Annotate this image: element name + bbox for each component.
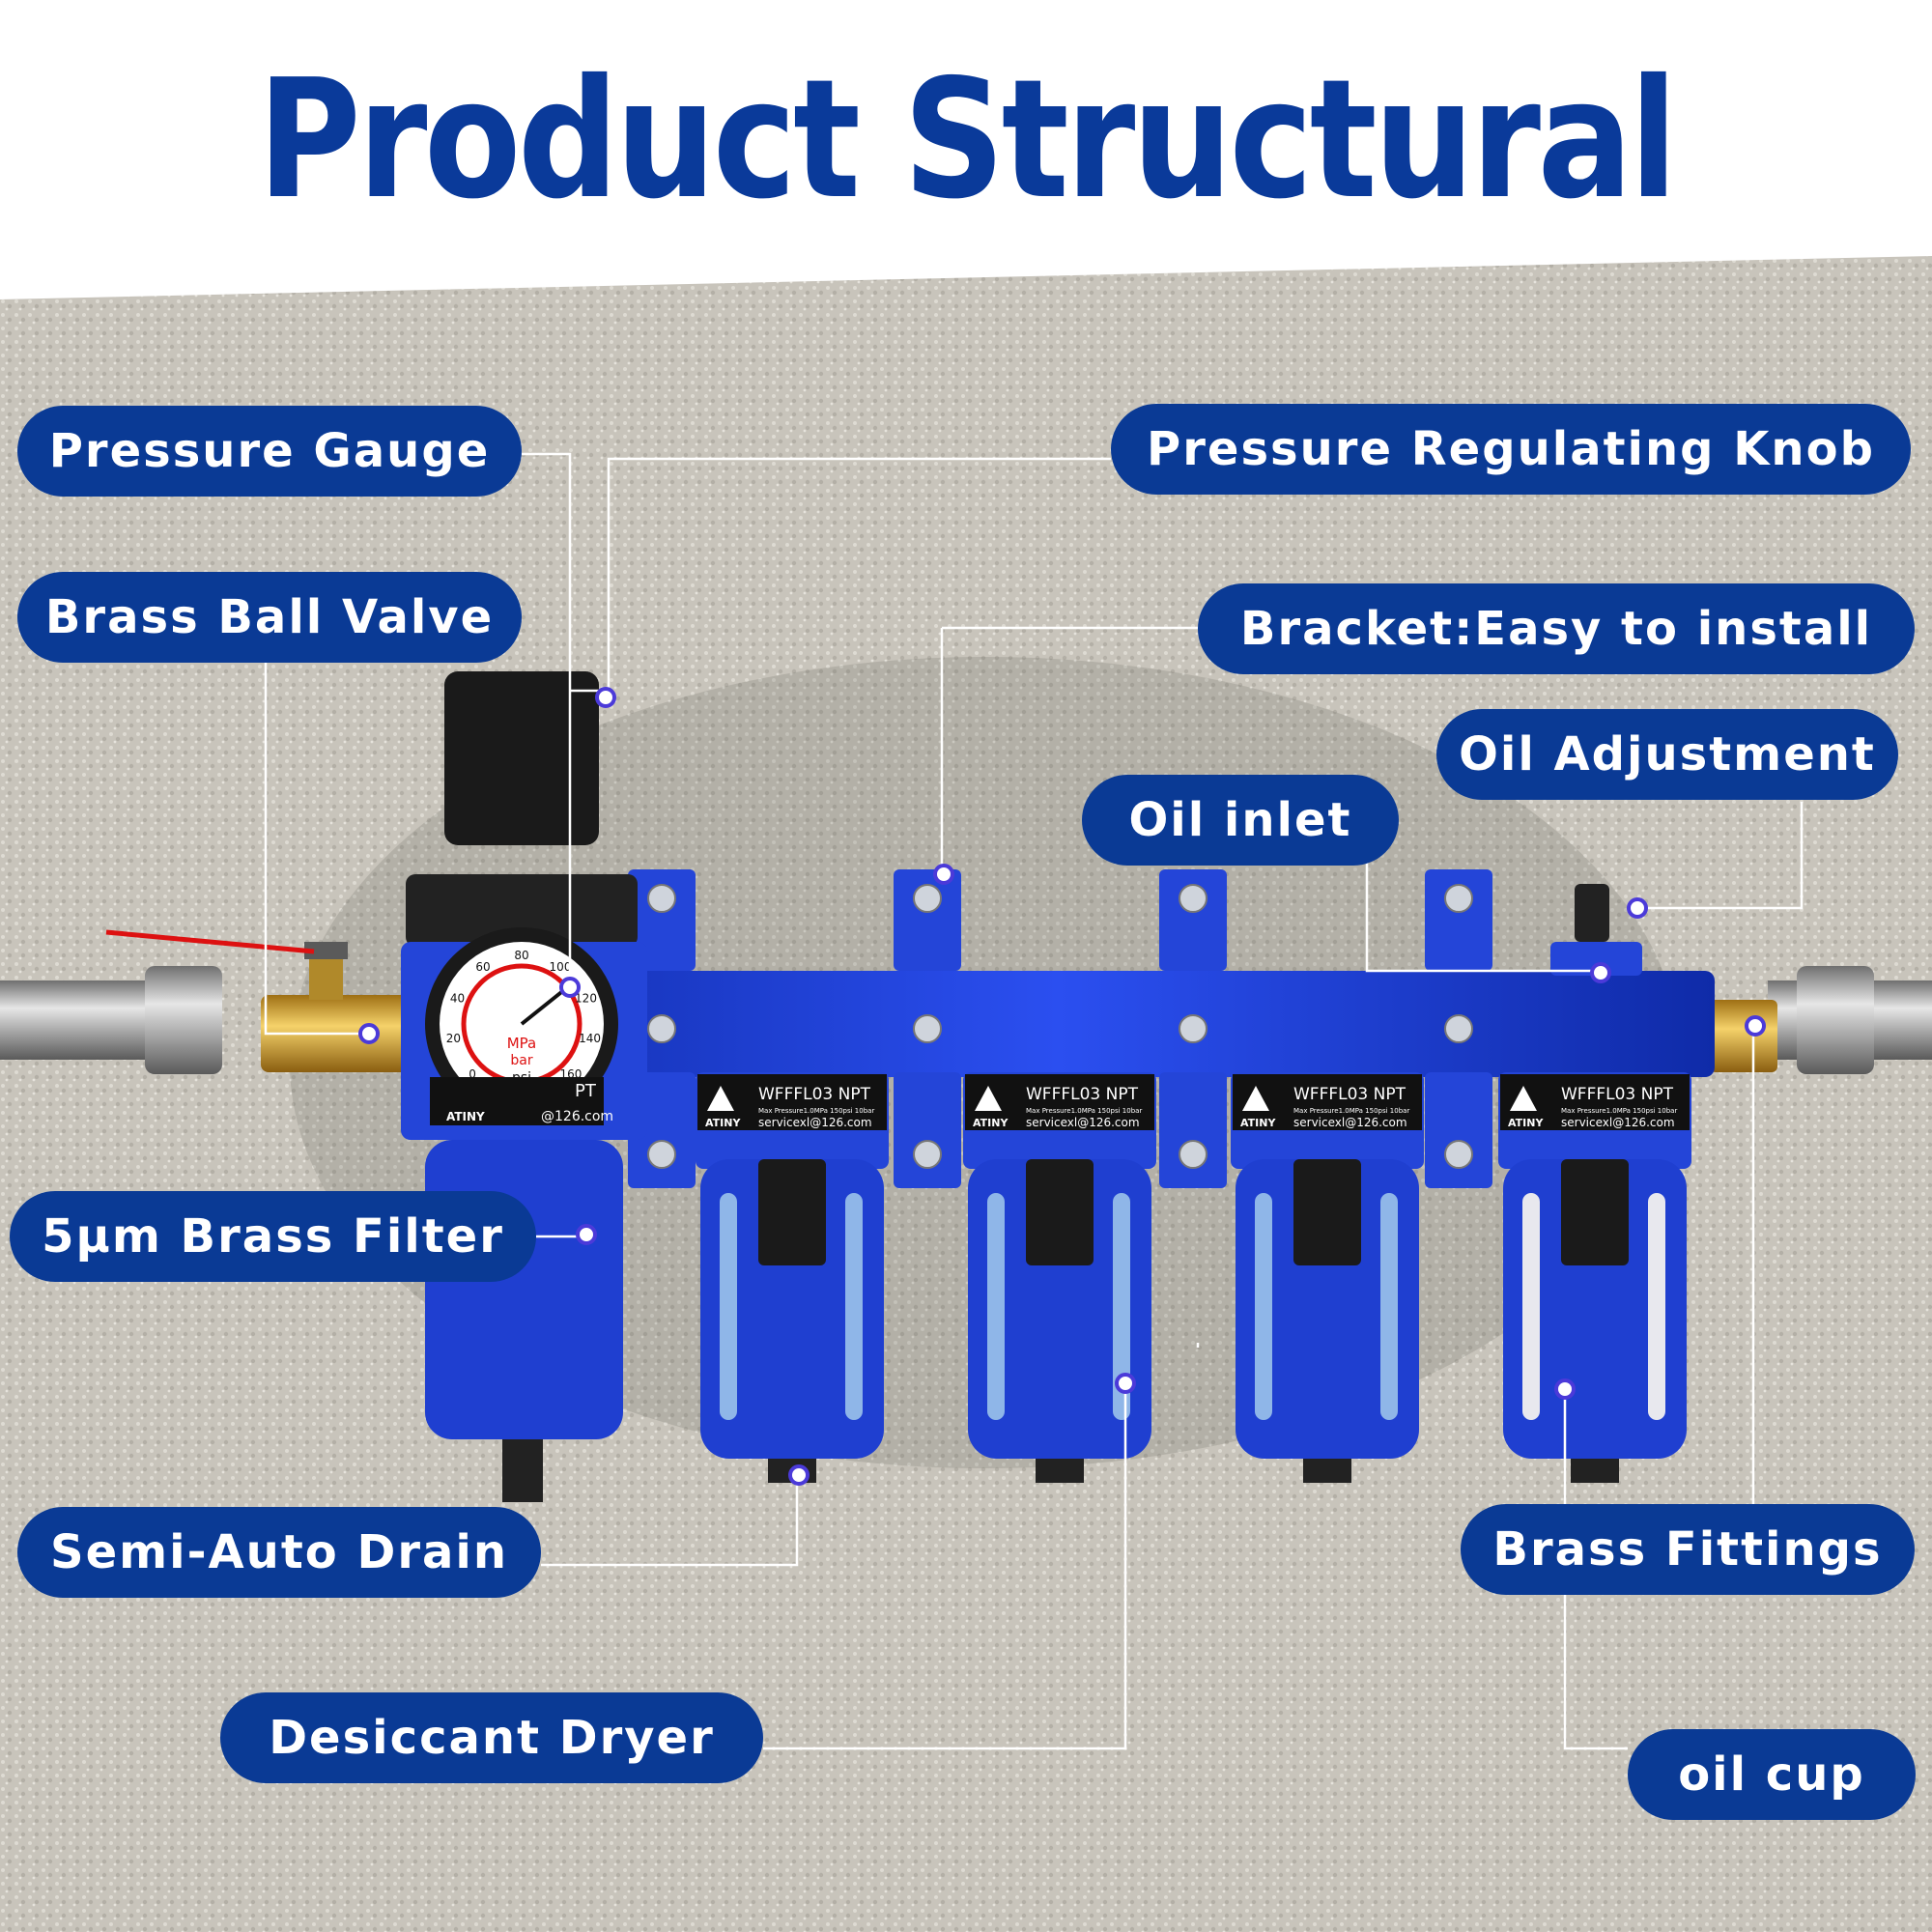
filter-unit-bowl [700,1159,884,1459]
ball-valve-handle-cap [304,942,348,959]
label-semi-auto-drain: Semi-Auto Drain [17,1507,541,1598]
filter-unit-bowl [1503,1159,1687,1459]
label-brass-ball-valve: Brass Ball Valve [17,572,522,663]
gauge-tick-label: 80 [514,949,528,962]
manifold-bar [401,971,1715,1077]
filter-unit-window [1255,1193,1272,1420]
filter-unit-element [1561,1159,1629,1265]
leader-dots [358,687,1766,1486]
regulator-bowl [425,1140,623,1439]
label-brass-filter: 5µm Brass Filter [10,1191,536,1282]
filter-unit-window [1380,1193,1398,1420]
filter-unit-window [1113,1193,1130,1420]
filter-unit: ATINY WFFFL03 NPT Max Pressure1.0MPa 150ps… [1498,1072,1691,1483]
filter-unit-logo-icon [1510,1086,1537,1111]
filter-units: ATINY WFFFL03 NPT Max Pressure1.0MPa 150ps… [696,1072,1691,1483]
label-pressure-regulating-knob: Pressure Regulating Knob [1111,404,1911,495]
regulator-label-brand: ATINY [446,1110,485,1123]
page-title: Product Structural [257,44,1678,236]
label-oil-inlet: Oil inlet [1082,775,1399,866]
filter-unit-window [987,1193,1005,1420]
right-brass-fitting [1710,1000,1777,1072]
filter-unit-element [1026,1159,1094,1265]
filter-unit-email: servicexl@126.com [758,1116,872,1129]
filter-unit-bowl [968,1159,1151,1459]
gauge-tick-label: 140 [579,1032,601,1045]
filter-unit-window [1648,1193,1665,1420]
filter-unit-brand: ATINY [1240,1117,1276,1129]
ball-valve-handle [105,929,315,954]
filter-unit-logo-icon [707,1086,734,1111]
regulator-knob [444,671,599,845]
brackets [628,869,1492,1188]
gauge-tick-label: 100 [550,960,572,974]
regulator-label-model: PT [575,1081,597,1101]
gauge-tick-label: 20 [446,1032,461,1045]
filter-unit-model: WFFFL03 NPT [1561,1085,1674,1104]
filter-unit-spec: Max Pressure1.0MPa 150psi 10bar [758,1107,874,1115]
filter-unit-window [1522,1193,1540,1420]
regulator-label-email: @126.com [541,1109,613,1124]
right-pipe-nut [1797,966,1874,1074]
filter-unit-model: WFFFL03 NPT [1293,1085,1406,1104]
gauge-tick-label: 120 [575,991,597,1005]
filter-unit: ATINY WFFFL03 NPT Max Pressure1.0MPa 150ps… [696,1072,889,1483]
filter-unit-drain [1303,1459,1351,1483]
filter-unit-email: servicexl@126.com [1026,1116,1140,1129]
filter-unit-element [758,1159,826,1265]
filter-unit-spec: Max Pressure1.0MPa 150psi 10bar [1026,1107,1142,1115]
left-pipe-nut [145,966,222,1074]
label-oil-cup: oil cup [1628,1729,1916,1820]
label-pressure-gauge: Pressure Gauge [17,406,522,497]
filter-unit-email: servicexl@126.com [1293,1116,1407,1129]
gauge-tick-label: 40 [450,991,465,1005]
filter-unit-element [1293,1159,1361,1265]
filter-unit-bowl [1236,1159,1419,1459]
oil-adjustment-screw [1575,884,1609,942]
filter-unit-drain [1036,1459,1084,1483]
filter-unit-logo-icon [1242,1086,1269,1111]
filter-unit-window [720,1193,737,1420]
gauge-unit-bar: bar [510,1053,532,1068]
filter-unit-spec: Max Pressure1.0MPa 150psi 10bar [1561,1107,1677,1115]
filter-unit: ATINY WFFFL03 NPT Max Pressure1.0MPa 150ps… [963,1072,1156,1483]
filter-unit: ATINY WFFFL03 NPT Max Pressure1.0MPa 150ps… [1231,1072,1424,1483]
gauge-tick-label: 0 [469,1067,476,1081]
gauge-unit-mpa: MPa [507,1035,537,1052]
filter-unit-spec: Max Pressure1.0MPa 150psi 10bar [1293,1107,1409,1115]
regulator-label [430,1077,604,1125]
filter-unit-model: WFFFL03 NPT [758,1085,871,1104]
gauge-tick-label: 60 [475,960,490,974]
label-brass-fittings: Brass Fittings [1461,1504,1915,1595]
ball-valve-stem [309,952,343,1000]
filter-unit-drain [1571,1459,1619,1483]
filter-unit-brand: ATINY [1508,1117,1544,1129]
oil-inlet-cap [1550,942,1642,976]
filter-unit-email: servicexl@126.com [1561,1116,1675,1129]
filter-unit-brand: ATINY [973,1117,1009,1129]
regulator-collar [406,874,638,947]
regulator-drain [502,1439,543,1502]
label-desiccant-dryer: Desiccant Dryer [220,1692,763,1783]
label-bracket: Bracket:Easy to install [1198,583,1915,674]
label-oil-adjustment: Oil Adjustment [1436,709,1898,800]
filter-unit-window [845,1193,863,1420]
filter-unit-model: WFFFL03 NPT [1026,1085,1139,1104]
filter-unit-logo-icon [975,1086,1002,1111]
filter-unit-brand: ATINY [705,1117,741,1129]
